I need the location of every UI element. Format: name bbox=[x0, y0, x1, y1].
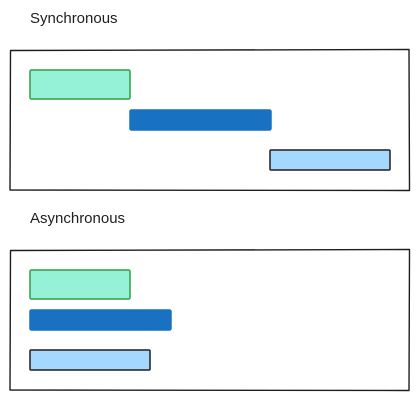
asynchronous-tasks bbox=[29, 269, 172, 371]
synchronous-frame-border bbox=[9, 48, 411, 192]
sync-task-1-bar bbox=[29, 69, 131, 100]
synchronous-frame bbox=[9, 48, 411, 192]
synchronous-title: Synchronous bbox=[30, 10, 118, 27]
asynchronous-title: Asynchronous bbox=[30, 210, 126, 227]
sync-task-3-bar bbox=[269, 149, 391, 171]
async-task-2-bar bbox=[29, 309, 172, 331]
async-task-1-bar bbox=[29, 269, 131, 300]
asynchronous-frame-border bbox=[9, 248, 411, 392]
synchronous-tasks bbox=[29, 69, 391, 171]
asynchronous-frame bbox=[9, 248, 411, 392]
async-task-3-bar bbox=[29, 349, 151, 371]
sync-task-2-bar bbox=[129, 109, 272, 131]
